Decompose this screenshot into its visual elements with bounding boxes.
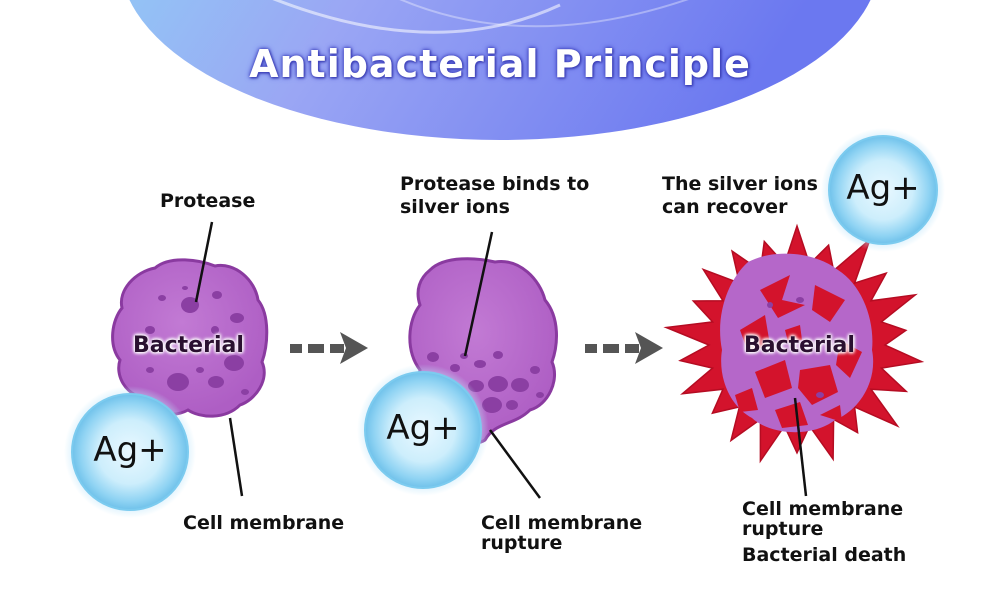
rupture-label-line1: Cell membrane xyxy=(481,512,643,534)
silver-ion-stage2 xyxy=(357,364,489,496)
death-pointer-line xyxy=(793,397,808,497)
rupture-label-line2: rupture xyxy=(481,532,563,554)
cell-membrane-label: Cell membrane xyxy=(183,512,345,534)
protease-label: Protease xyxy=(160,190,256,212)
ion-label-stage3: Ag+ xyxy=(846,168,920,208)
dashed-arrow-1 xyxy=(290,332,368,364)
recover-label-line2: can recover xyxy=(662,196,788,218)
death-label-line2: rupture xyxy=(742,518,824,540)
page-title: Antibacterial Principle xyxy=(249,42,751,86)
bacteria-label-stage3: Bacterial xyxy=(744,333,855,358)
rupture-pointer-line xyxy=(488,429,542,499)
membrane-pointer-line xyxy=(228,417,244,497)
silver-ion-stage3 xyxy=(821,128,945,252)
death-label-line1: Cell membrane xyxy=(742,498,904,520)
binding-label-line1: Protease binds to xyxy=(400,173,590,195)
dashed-arrow-2 xyxy=(585,332,663,364)
title-banner xyxy=(129,0,871,140)
death-label-line3: Bacterial death xyxy=(742,544,907,566)
ion-label-stage2: Ag+ xyxy=(386,408,460,448)
binding-label-line2: silver ions xyxy=(400,196,510,218)
bacteria-label-stage1: Bacterial xyxy=(133,333,244,358)
silver-ion-stage1 xyxy=(64,386,196,518)
ion-label-stage1: Ag+ xyxy=(93,430,167,470)
bacteria-burst xyxy=(663,223,925,464)
binding-pointer-line xyxy=(463,231,494,357)
protease-pointer-line xyxy=(194,221,214,303)
bacteria-cell-intact xyxy=(111,258,269,418)
recover-label-line1: The silver ions xyxy=(662,173,818,195)
